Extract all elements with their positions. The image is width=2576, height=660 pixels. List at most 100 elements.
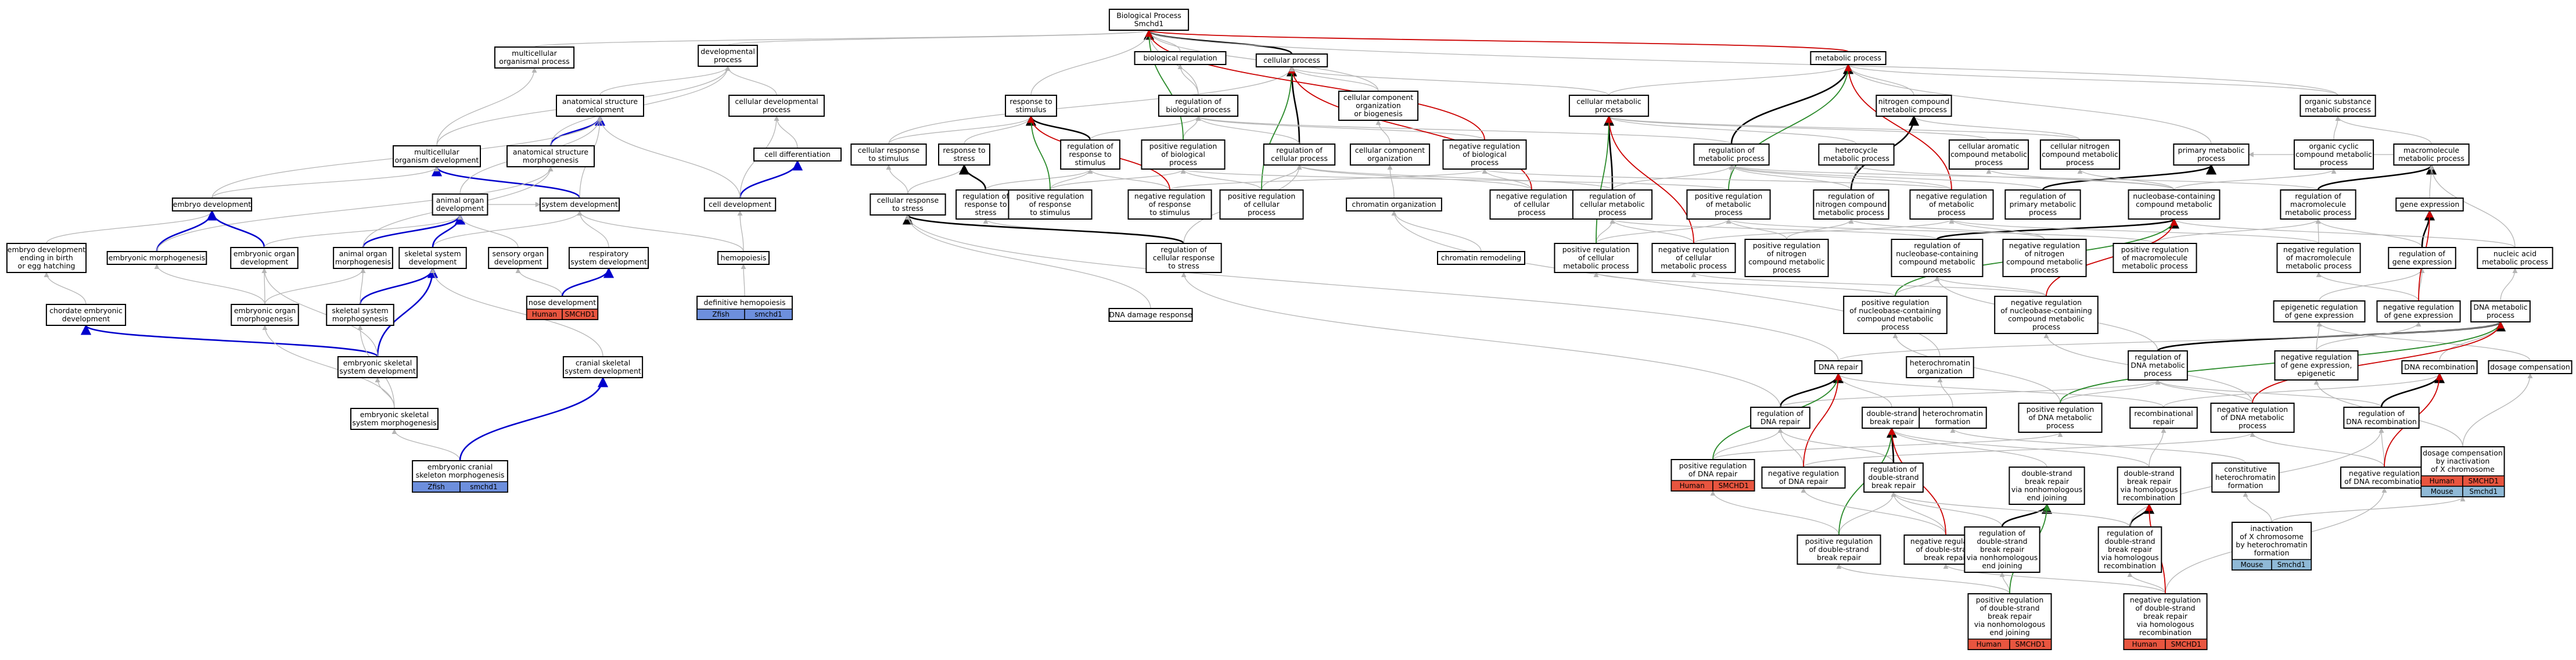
go-term-label: process [1938,208,1966,217]
go-term-label: heterochromatin [1910,358,1970,367]
go-term-box [494,46,575,69]
go-term-label: embryonic cranial [427,462,493,471]
go-term-ge: gene expression [2395,198,2464,211]
go-term-box [698,45,758,67]
gene-annotation-label: Human [2430,477,2455,485]
relation-edge [1838,321,2503,361]
relation-edge [1593,272,1896,297]
gene-annotation-label: Smchd1 [2277,561,2306,569]
go-term-box [2274,350,2359,381]
go-term-box [1263,144,1336,166]
relation-edge [1261,164,1302,191]
go-term-box [393,145,481,167]
go-term-label: recombination [2123,493,2175,502]
go-term-label: biological process [1166,105,1231,114]
go-term-label: compound metabolic [2006,257,2083,266]
relation-edge [1691,272,2047,297]
gene-annotation-label: SMCHD1 [2015,640,2046,648]
go-term-label: regulation of [1914,241,1960,250]
go-term-mp: metabolic process [1810,51,1887,65]
go-term-sysdev: system development [539,198,620,211]
go-term-label: development [409,257,457,266]
go-term-box [2128,350,2188,381]
go-term-label: organismal process [499,57,569,66]
go-term-label: metabolic process [2305,105,2371,114]
relation-edge [1845,64,2212,145]
go-term-box [1134,51,1227,65]
go-term-box [2393,144,2470,166]
go-term-box [488,247,548,269]
go-term-label: to stimulus [1030,208,1070,217]
go-term-label: of gene expression, [2281,361,2352,370]
go-term-label: regulation of [2399,249,2445,258]
go-term-label: break repair [1980,545,2025,554]
relation-edge [886,164,908,195]
relation-edge [432,210,583,248]
gene-annotation-badge: Human [526,309,563,320]
go-term-label: via homologous [2120,485,2178,494]
gene-annotation-badge: Zfish [696,309,745,320]
go-term-label: stimulus [1016,105,1047,114]
go-term-box [1338,91,1419,121]
go-term-cp: cellular process [1255,53,1328,67]
go-term-box [326,304,394,326]
go-term-box [1909,189,1994,220]
relation-edge [1050,168,1093,191]
go-term-box [728,95,825,117]
relation-edge [888,66,1295,145]
go-term-label: process [1923,266,1951,274]
gene-annotation-label: SMCHD1 [565,310,595,318]
go-term-emb: embryo development [171,198,253,211]
gene-annotation-label: Human [1977,640,2002,648]
go-term-box [1750,407,1810,429]
relation-edge [774,116,798,149]
go-term-label: end joining [1982,561,2022,570]
relation-edge [360,268,366,305]
go-term-label: break repair [1817,553,1862,562]
go-term-label: of nucleobase-containing [1849,306,1941,315]
relation-edge [2163,373,2442,408]
go-term-label: process [2320,158,2348,167]
go-term-label: negative regulation [2281,353,2352,361]
relation-edge [1608,64,1851,96]
relation-edge [1180,168,1262,191]
go-term-label: process [1248,208,1276,217]
go-term-box [1346,198,1442,211]
go-term-label: break repair [2127,477,2172,486]
go-term-box [1813,189,1889,220]
gene-annotation-badge: Smchd1 [2271,559,2312,571]
go-term-label: response to [1069,150,1111,159]
relation-edge [1845,64,2338,96]
relation-edge [1949,218,2045,240]
go-term-label: of DNA repair [1688,469,1738,478]
relation-edge [1803,432,2255,468]
relation-edge [2173,168,2337,191]
relation-edge [577,210,744,252]
go-term-label: organization [1917,367,1963,375]
go-term-label: DNA repair [1761,417,1801,426]
relation-edge [2316,321,2421,351]
go-term-label: macromolecule [2403,146,2459,155]
go-term-label: break repair [1924,553,1968,562]
go-term-label: negative regulation [1134,192,1205,200]
relation-edge [1693,218,1955,244]
gene-annotation-label: SMCHD1 [2469,477,2499,485]
relation-edge [2500,268,2518,302]
go-term-label: recombination [2104,561,2156,570]
go-term-label: animal organ [436,196,484,205]
relation-edge [1835,373,2164,408]
go-term-box [2395,198,2464,211]
